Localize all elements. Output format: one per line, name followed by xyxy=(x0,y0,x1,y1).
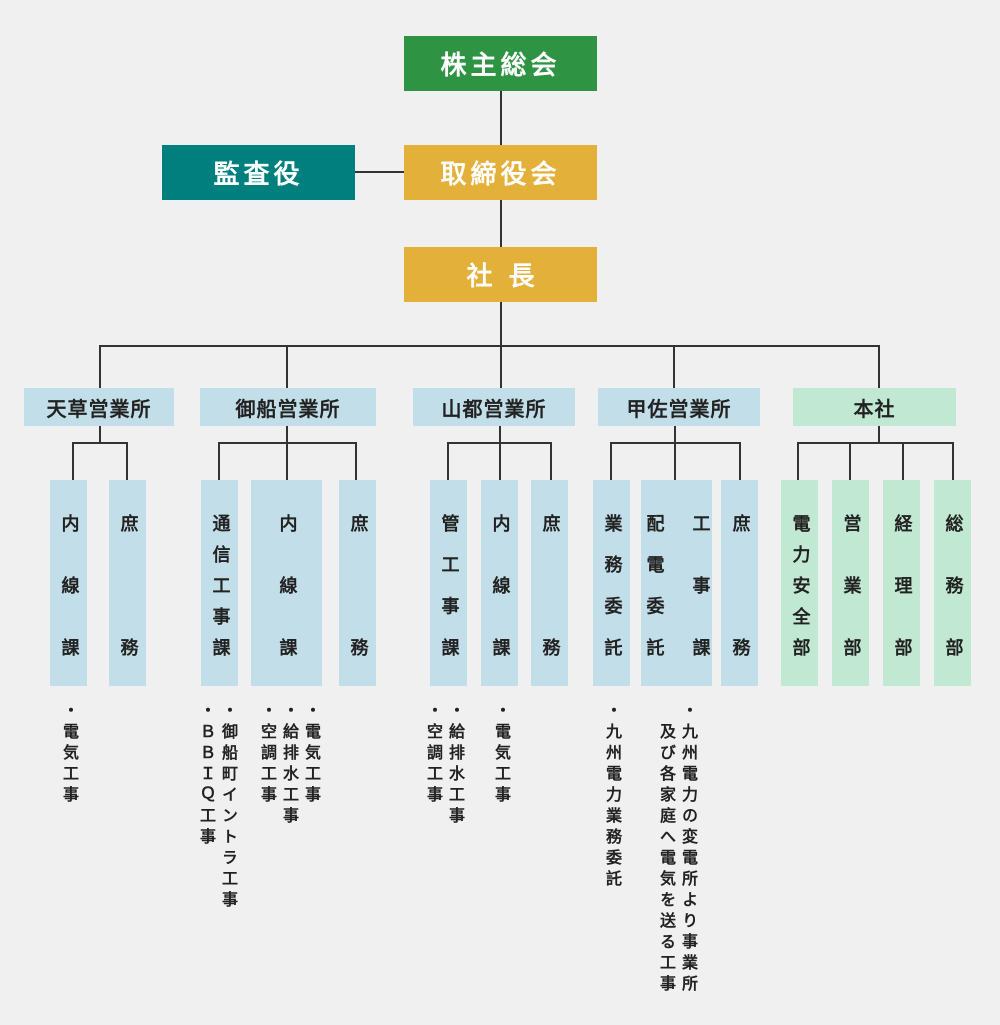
unit-label: 管工事課 xyxy=(438,514,460,656)
connector xyxy=(902,442,904,480)
connector xyxy=(447,442,449,480)
connector xyxy=(218,442,220,480)
unit-label: 業務委託 xyxy=(601,514,623,656)
board-box: 取締役会 xyxy=(404,145,597,200)
office-headquarters: 本社 xyxy=(793,388,956,426)
unit-box: 通信工事課 xyxy=(201,480,238,686)
work-note: ・九州電力業務委託 xyxy=(603,702,622,891)
connector xyxy=(500,302,502,346)
unit-box: 配電委託 工事課 xyxy=(641,480,712,686)
unit-box: 管工事課 xyxy=(430,480,467,686)
unit-label: 内線課 xyxy=(58,514,80,656)
connector xyxy=(673,345,675,388)
unit-label: 経理部 xyxy=(891,514,913,656)
unit-label: 庶務 xyxy=(539,514,561,656)
unit-label: 配電委託 xyxy=(643,514,665,656)
unit-label: 工事課 xyxy=(689,514,711,656)
connector xyxy=(126,442,128,480)
connector xyxy=(499,426,501,480)
unit-box: 庶務 xyxy=(109,480,146,686)
connector xyxy=(878,426,880,443)
unit-box: 庶務 xyxy=(339,480,376,686)
work-note: ・九州電力の変電所より事業所 及び各家庭へ電気を送る工事 xyxy=(657,702,698,996)
connector xyxy=(739,442,741,480)
connector xyxy=(355,171,404,173)
unit-label: 電力安全部 xyxy=(789,514,811,656)
connector xyxy=(218,442,357,444)
unit-box: 電力安全部 xyxy=(781,480,818,686)
connector xyxy=(550,442,552,480)
connector xyxy=(500,91,502,145)
connector xyxy=(72,442,74,480)
connector xyxy=(500,345,502,388)
work-note: ・電気工事 xyxy=(492,702,511,807)
work-note: ・給排水工事 ・空調工事 xyxy=(424,702,465,828)
president-box: 社長 xyxy=(404,247,597,302)
unit-label: 通信工事課 xyxy=(209,514,231,656)
connector xyxy=(355,442,357,480)
connector xyxy=(500,200,502,247)
auditor-box: 監査役 xyxy=(162,145,355,200)
unit-label: 庶務 xyxy=(117,514,139,656)
unit-box: 内線課 xyxy=(481,480,518,686)
office-amakusa: 天草営業所 xyxy=(24,388,174,426)
connector xyxy=(674,426,676,480)
connector xyxy=(99,426,101,443)
connector xyxy=(797,442,954,444)
connector xyxy=(797,442,799,480)
unit-label: 庶務 xyxy=(347,514,369,656)
connector xyxy=(610,442,612,480)
connector xyxy=(99,345,880,347)
unit-box: 営業部 xyxy=(832,480,869,686)
connector xyxy=(610,442,741,444)
unit-label: 総務部 xyxy=(942,514,964,656)
shareholders-meeting-box: 株主総会 xyxy=(404,36,597,91)
connector xyxy=(878,345,880,388)
connector xyxy=(99,345,101,388)
unit-label: 庶務 xyxy=(729,514,751,656)
connector xyxy=(286,426,288,480)
office-mifune: 御船営業所 xyxy=(200,388,376,426)
unit-box: 業務委託 xyxy=(593,480,630,686)
office-yamato: 山都営業所 xyxy=(413,388,575,426)
unit-label: 営業部 xyxy=(840,514,862,656)
work-note: ・電気工事 ・給排水工事 ・空調工事 xyxy=(258,702,321,828)
connector xyxy=(849,442,851,480)
unit-label: 内線課 xyxy=(276,514,298,656)
connector xyxy=(447,442,552,444)
office-kosa: 甲佐営業所 xyxy=(598,388,760,426)
work-note: ・電気工事 xyxy=(60,702,79,807)
connector xyxy=(952,442,954,480)
unit-box: 内線課 xyxy=(251,480,322,686)
connector xyxy=(286,345,288,388)
unit-box: 内線課 xyxy=(50,480,87,686)
unit-box: 総務部 xyxy=(934,480,971,686)
unit-box: 庶務 xyxy=(721,480,758,686)
work-note: ・御船町イントラ工事 ・ＢＢＩＱ工事 xyxy=(197,702,238,912)
connector xyxy=(72,442,128,444)
unit-label: 内線課 xyxy=(489,514,511,656)
unit-box: 経理部 xyxy=(883,480,920,686)
unit-box: 庶務 xyxy=(531,480,568,686)
